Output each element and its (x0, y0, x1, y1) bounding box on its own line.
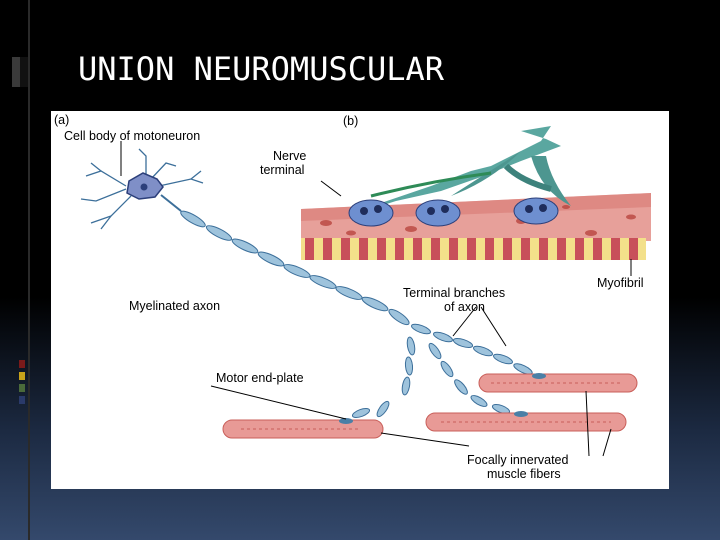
label-myelinated-axon: Myelinated axon (129, 299, 220, 313)
slide-title: UNION NEUROMUSCULAR (78, 50, 445, 88)
slide-accent-block-inner (20, 57, 28, 87)
label-focally-line1: Focally innervated (467, 453, 568, 467)
label-myofibril: Myofibril (597, 276, 644, 290)
panel-a-terminal-branches (351, 323, 533, 419)
neuromuscular-junction-figure: (a) (b) Cell body of motoneuron Nerve te… (51, 111, 669, 489)
panel-b-myofibril-stripes (301, 238, 646, 260)
panel-a-muscle-fibers (222, 373, 638, 439)
panel-b-nerve-branches (348, 126, 571, 227)
label-motor-end-plate: Motor end-plate (216, 371, 304, 385)
panel-b-terminal-boutons (348, 197, 559, 227)
label-terminal-branches-line2: of axon (444, 300, 485, 314)
panel-a-label: (a) (54, 113, 69, 127)
slide-left-rule (28, 0, 30, 540)
label-nerve-terminal-line1: Nerve (273, 149, 306, 163)
panel-a-end-plate (339, 418, 353, 424)
panel-a-myelinated-axon (160, 194, 410, 326)
panel-a-dendrites (80, 148, 204, 230)
panel-b-label: (b) (343, 114, 358, 128)
label-nerve-terminal-line2: terminal (260, 163, 304, 177)
label-focally-line2: muscle fibers (487, 467, 561, 481)
label-cell-body: Cell body of motoneuron (64, 129, 200, 143)
slide-accent-stripes (19, 360, 25, 420)
label-leader-lines (120, 141, 632, 457)
label-terminal-branches-line1: Terminal branches (403, 286, 505, 300)
figure-drawing: (a) (b) Cell body of motoneuron Nerve te… (54, 113, 651, 481)
